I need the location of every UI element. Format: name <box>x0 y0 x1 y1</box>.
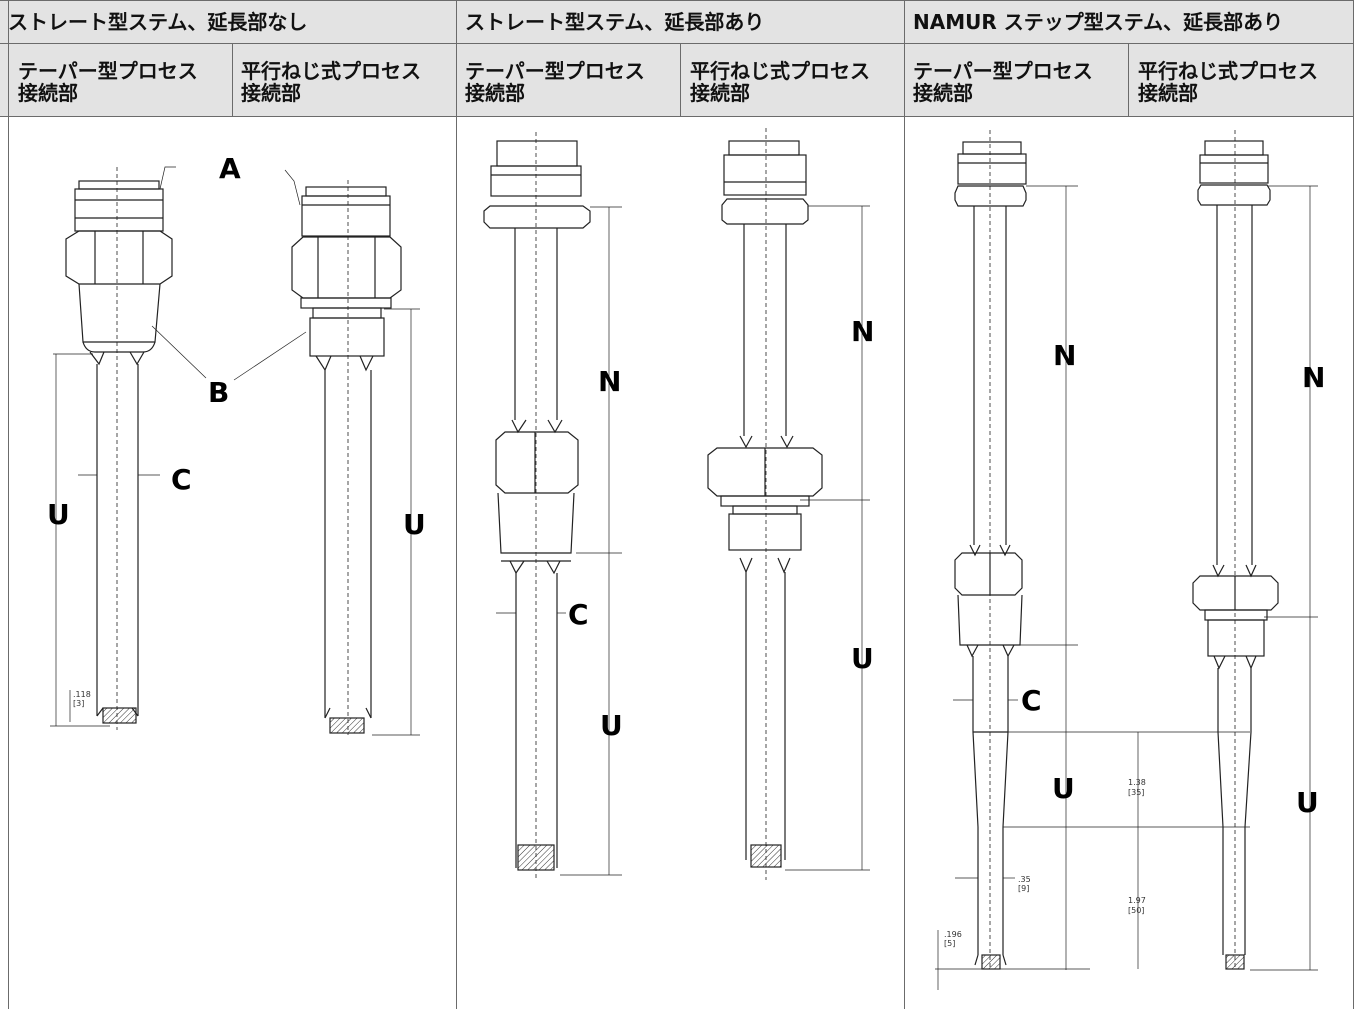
drawing-parallel-with-extension <box>707 128 870 880</box>
dim-tip-3: .196 <box>944 930 962 939</box>
dim-tip-1-mm: [3] <box>73 699 84 708</box>
drawing-namur-parallel <box>1192 130 1318 971</box>
dim-1-38-mm: [35] <box>1128 788 1144 797</box>
header-straight-with-extension: ストレート型ステム、延長部あり <box>465 10 765 34</box>
label-n-6: N <box>1302 361 1325 394</box>
grid-left <box>8 0 9 1009</box>
subheader-parallel-3: 平行ねじ式プロセス 接続部 <box>1138 59 1318 105</box>
subheader-tapered-2: テーパー型プロセス 接続部 <box>465 59 645 105</box>
dim-035: .35 <box>1018 875 1031 884</box>
header-straight-no-extension: ストレート型ステム、延長部なし <box>8 10 308 34</box>
table-header-row <box>0 0 1354 44</box>
subheader-tapered-3: テーパー型プロセス 接続部 <box>913 59 1093 105</box>
label-b: B <box>208 376 229 409</box>
subheader-parallel-1: 平行ねじ式プロセス 接続部 <box>241 59 421 105</box>
label-u-6: U <box>1296 786 1319 819</box>
grid-top <box>0 0 1354 1</box>
drawing-tapered-with-extension <box>483 132 622 880</box>
dim-035-mm: [9] <box>1018 884 1029 893</box>
grid-col-1 <box>456 0 457 1009</box>
label-u-4: U <box>851 642 874 675</box>
dim-tip-3-mm: [5] <box>944 939 955 948</box>
dim-tip-1: .118 <box>73 690 91 699</box>
label-n-5: N <box>1053 339 1076 372</box>
label-a: A <box>219 152 241 185</box>
subheader-tapered-1: テーパー型プロセス 接続部 <box>18 59 198 105</box>
label-u-1: U <box>47 498 70 531</box>
header-namur-step-with-extension: NAMUR ステップ型ステム、延長部あり <box>913 10 1284 34</box>
label-u-2: U <box>403 508 426 541</box>
drawing-parallel-no-extension <box>291 180 420 736</box>
dim-1-38: 1.38 <box>1128 778 1146 787</box>
grid-sub-2 <box>680 44 681 117</box>
label-n-4: N <box>851 315 874 348</box>
label-u-3: U <box>600 709 623 742</box>
drawing-tapered-no-extension <box>50 166 307 730</box>
label-c-5: C <box>1021 684 1042 717</box>
drawing-namur-tapered <box>935 130 1250 990</box>
dim-1-97: 1.97 <box>1128 896 1146 905</box>
grid-col-2 <box>904 0 905 1009</box>
label-n-3: N <box>598 365 621 398</box>
grid-sub-1 <box>232 44 233 117</box>
label-c-3: C <box>568 598 589 631</box>
grid-sub-3 <box>1128 44 1129 117</box>
label-u-5: U <box>1052 772 1075 805</box>
dim-1-97-mm: [50] <box>1128 906 1144 915</box>
subheader-parallel-2: 平行ねじ式プロセス 接続部 <box>690 59 870 105</box>
label-c-1: C <box>171 463 192 496</box>
